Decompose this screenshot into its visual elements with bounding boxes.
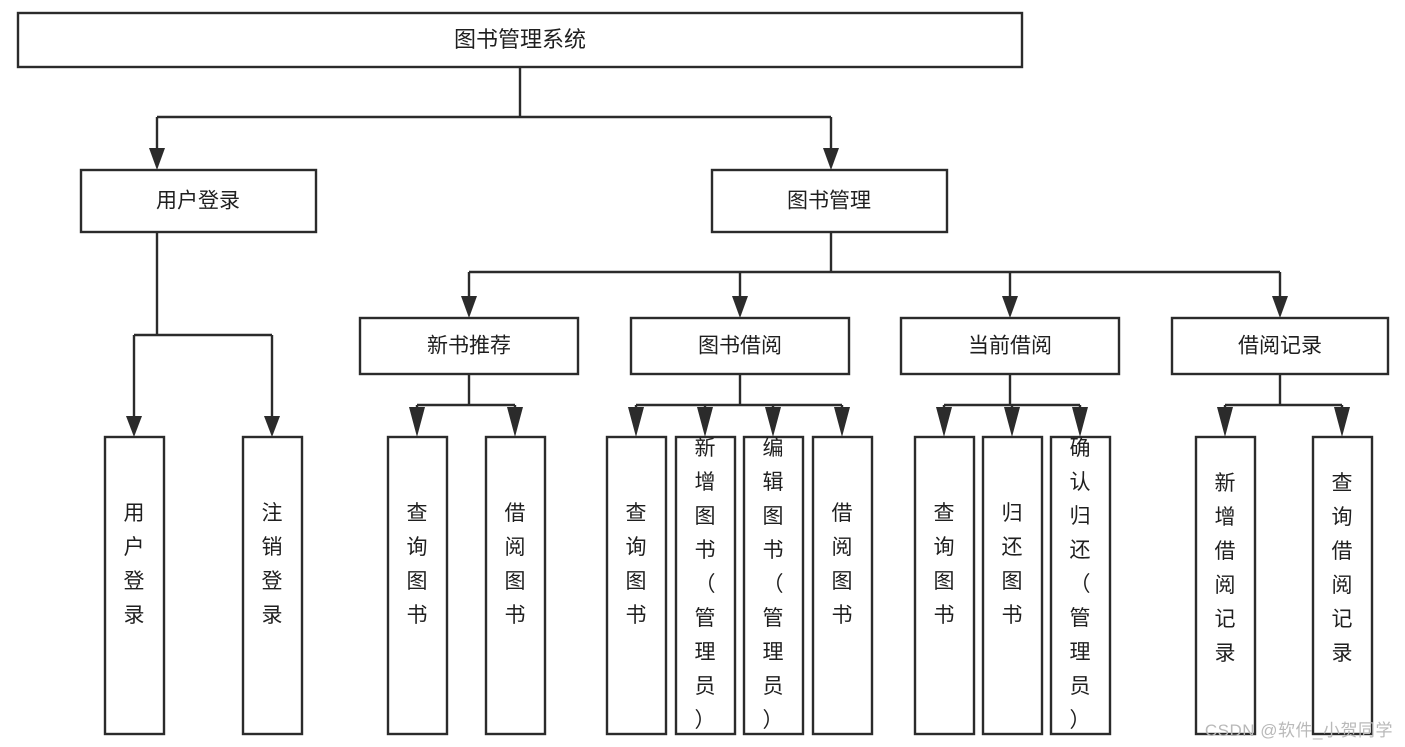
arrow-head-leaf-query-book-1: [409, 407, 425, 437]
node-leaf-query-book-3-box[interactable]: [913, 435, 976, 736]
arrow-head-leaf-add-book: [697, 407, 713, 437]
node-new-book-rec-label: 新书推荐: [427, 335, 511, 358]
arrow-head-leaf-confirm-return: [1072, 407, 1088, 437]
node-leaf-add-book-box[interactable]: [674, 435, 737, 736]
node-leaf-query-record-box[interactable]: [1311, 435, 1374, 736]
node-new-book-rec[interactable]: 新书推荐: [358, 316, 580, 376]
node-leaf-add-record-box[interactable]: [1194, 435, 1257, 736]
node-leaf-confirm-return-box[interactable]: [1049, 435, 1112, 736]
node-current-borrow[interactable]: 当前借阅: [899, 316, 1121, 376]
node-leaf-borrow-book-1-label: 借阅图书: [505, 502, 526, 627]
node-book-manage-box[interactable]: [710, 168, 949, 234]
arrow-head-leaf-borrow-book-2: [834, 407, 850, 437]
arrow-head-book-manage: [823, 148, 839, 170]
node-current-borrow-box[interactable]: [899, 316, 1121, 376]
arrow-head-leaf-return-book: [1004, 407, 1020, 437]
node-borrow-record-box[interactable]: [1170, 316, 1390, 376]
node-leaf-borrow-book-2-label: 借阅图书: [832, 502, 853, 627]
node-leaf-query-book-2[interactable]: 查询图书: [605, 435, 668, 736]
node-leaf-query-book-1[interactable]: 查询图书: [386, 435, 449, 736]
node-root-box[interactable]: [16, 11, 1024, 69]
node-user-login[interactable]: 用户登录: [79, 168, 318, 234]
node-leaf-user-login-box[interactable]: [103, 435, 166, 736]
node-current-borrow-label: 当前借阅: [968, 335, 1052, 358]
node-leaf-borrow-book-2-box[interactable]: [811, 435, 874, 736]
node-leaf-query-book-1-box[interactable]: [386, 435, 449, 736]
node-book-borrow-label: 图书借阅: [698, 335, 782, 358]
node-leaf-add-record[interactable]: 新增借阅记录: [1194, 435, 1257, 736]
node-leaf-add-record-label: 新增借阅记录: [1215, 472, 1236, 665]
arrow-head-leaf-user-login: [126, 416, 142, 437]
node-leaf-query-record-label: 查询借阅记录: [1332, 472, 1353, 665]
arrow-head-leaf-borrow-book-1: [507, 407, 523, 437]
node-book-manage-label: 图书管理: [787, 190, 871, 213]
node-leaf-user-logout[interactable]: 注销登录: [241, 435, 304, 736]
node-leaf-query-book-3[interactable]: 查询图书: [913, 435, 976, 736]
node-book-borrow[interactable]: 图书借阅: [629, 316, 851, 376]
node-leaf-query-record[interactable]: 查询借阅记录: [1311, 435, 1374, 736]
node-leaf-edit-book-label: 编辑图书（管理员）: [763, 437, 784, 732]
node-user-login-box[interactable]: [79, 168, 318, 234]
node-leaf-query-book-3-label: 查询图书: [934, 502, 955, 627]
arrow-head-borrow-record: [1272, 296, 1288, 318]
arrow-head-new-book-rec: [461, 296, 477, 318]
node-leaf-edit-book[interactable]: 编辑图书（管理员）: [742, 435, 805, 736]
node-leaf-borrow-book-1-box[interactable]: [484, 435, 547, 736]
node-leaf-borrow-book-1[interactable]: 借阅图书: [484, 435, 547, 736]
node-leaf-return-book[interactable]: 归还图书: [981, 435, 1044, 736]
csdn-watermark: CSDN @软件_小贺同学: [1204, 721, 1393, 740]
node-root-label: 图书管理系统: [454, 27, 586, 52]
node-leaf-user-logout-box[interactable]: [241, 435, 304, 736]
node-leaf-add-book-label: 新增图书（管理员）: [695, 437, 716, 732]
node-leaf-return-book-box[interactable]: [981, 435, 1044, 736]
connector-layer: [126, 67, 1350, 437]
node-book-manage[interactable]: 图书管理: [710, 168, 949, 234]
node-leaf-confirm-return[interactable]: 确认归还（管理员）: [1049, 435, 1112, 736]
node-leaf-query-book-2-label: 查询图书: [626, 502, 647, 627]
node-leaf-user-login-label: 用户登录: [124, 502, 145, 627]
node-leaf-add-book[interactable]: 新增图书（管理员）: [674, 435, 737, 736]
node-leaf-edit-book-box[interactable]: [742, 435, 805, 736]
arrow-head-leaf-query-record: [1334, 407, 1350, 437]
node-leaf-borrow-book-2[interactable]: 借阅图书: [811, 435, 874, 736]
arrow-head-leaf-add-record: [1217, 407, 1233, 437]
node-leaf-query-book-2-box[interactable]: [605, 435, 668, 736]
node-user-login-label: 用户登录: [156, 190, 240, 213]
node-leaf-query-book-1-label: 查询图书: [407, 502, 428, 627]
node-book-borrow-box[interactable]: [629, 316, 851, 376]
arrow-head-leaf-edit-book: [765, 407, 781, 437]
arrow-head-leaf-query-book-2: [628, 407, 644, 437]
node-borrow-record[interactable]: 借阅记录: [1170, 316, 1390, 376]
node-leaf-user-login[interactable]: 用户登录: [103, 435, 166, 736]
arrow-head-leaf-user-logout: [264, 416, 280, 437]
arrow-head-user-login: [149, 148, 165, 170]
node-root[interactable]: 图书管理系统: [16, 11, 1024, 69]
arrow-head-leaf-query-book-3: [936, 407, 952, 437]
arrow-head-current-borrow: [1002, 296, 1018, 318]
node-borrow-record-label: 借阅记录: [1238, 335, 1322, 358]
node-leaf-confirm-return-label: 确认归还（管理员）: [1070, 437, 1091, 732]
arrow-head-book-borrow: [732, 296, 748, 318]
node-leaf-user-logout-label: 注销登录: [262, 502, 283, 627]
node-leaf-return-book-label: 归还图书: [1002, 502, 1023, 627]
node-new-book-rec-box[interactable]: [358, 316, 580, 376]
